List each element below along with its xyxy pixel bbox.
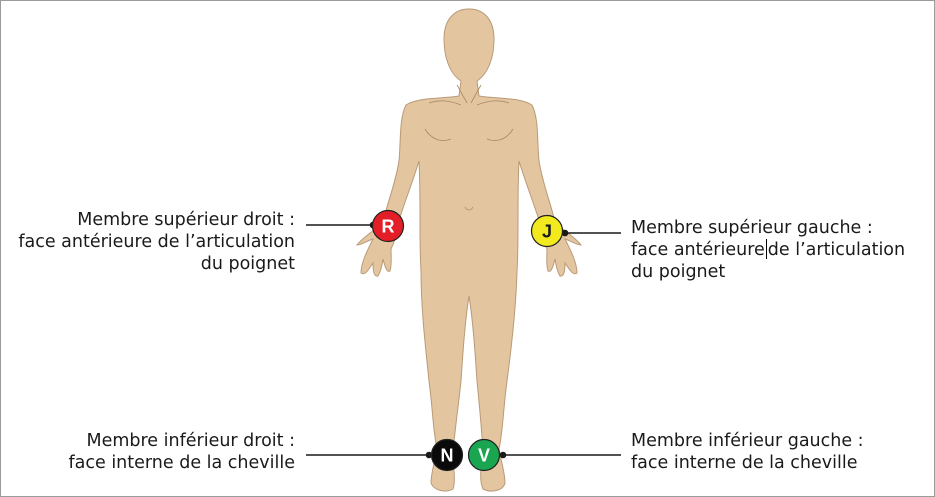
label-line: de l’articulation xyxy=(767,240,906,260)
electrode-letter: N xyxy=(441,446,454,466)
label-right-leg: Membre inférieur droit : face interne de… xyxy=(68,430,295,474)
electrode-letter: R xyxy=(382,217,395,237)
electrode-letter: V xyxy=(478,446,490,466)
electrode-letter: J xyxy=(542,222,552,242)
label-line: face antérieure de l’articulation xyxy=(18,232,295,252)
label-line: Membre supérieur gauche : xyxy=(631,218,873,238)
text-cursor xyxy=(765,239,767,259)
label-left-leg: Membre inférieur gauche : face interne d… xyxy=(631,430,864,474)
label-line: du poignet xyxy=(200,254,295,274)
electrode-n xyxy=(430,438,464,472)
body-figure xyxy=(356,8,582,492)
label-line: face interne de la cheville xyxy=(68,453,295,473)
label-line: Membre inférieur gauche : xyxy=(631,431,864,451)
label-right-arm: Membre supérieur droit : face antérieure… xyxy=(18,209,295,275)
electrode-j xyxy=(530,214,564,248)
electrode-v xyxy=(467,438,501,472)
label-line: du poignet xyxy=(631,262,726,282)
label-line: Membre supérieur droit : xyxy=(77,210,295,230)
label-line: Membre inférieur droit : xyxy=(86,431,295,451)
electrode-r xyxy=(371,209,405,243)
label-left-arm: Membre supérieur gauche : face antérieur… xyxy=(631,217,905,283)
label-line: face antérieure xyxy=(631,240,765,260)
label-line: face interne de la cheville xyxy=(631,453,858,473)
